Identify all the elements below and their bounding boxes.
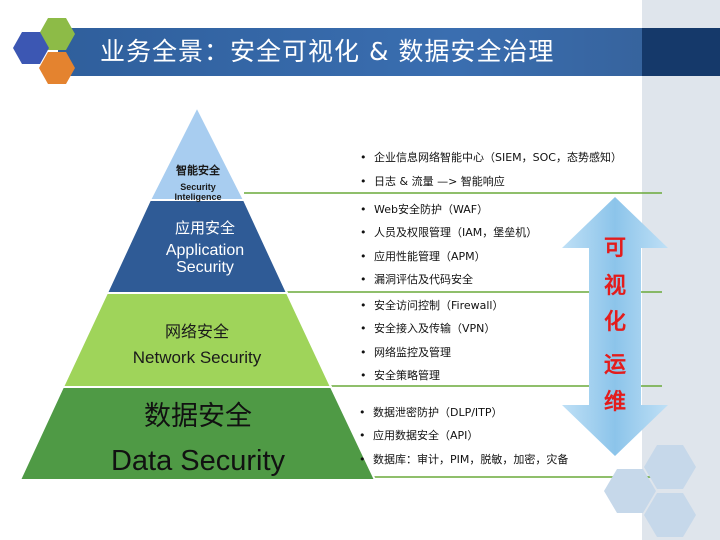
list-item: 应用性能管理（APM） [360, 248, 660, 264]
level-en: Data Security [110, 445, 286, 477]
list-item: 企业信息网络智能中心（SIEM，SOC，态势感知） [360, 149, 660, 165]
decor-hexagon-icon [604, 469, 656, 513]
list-item: 漏洞评估及代码安全 [360, 271, 660, 287]
level-label-data: 数据安全 Data Security [48, 394, 348, 478]
title-bar [58, 28, 720, 76]
list-item: 安全访问控制（Firewall） [360, 297, 660, 313]
list-item: 安全接入及传输（VPN） [360, 320, 660, 336]
level-label-intelligence: 智能安全 Security Inteligence [150, 162, 246, 202]
page-title: 业务全景：安全可视化 & 数据安全治理 [100, 37, 555, 66]
title-bar-dark-end [642, 28, 720, 76]
list-item: 数据库：审计，PIM，脱敏，加密，灾备 [359, 451, 659, 467]
level-cn: 智能安全 [176, 164, 220, 177]
list-item: 日志 & 流量 —> 智能响应 [360, 173, 660, 189]
level-en: Security Inteligence [174, 182, 222, 202]
arrow-char: 化 [603, 310, 626, 335]
level-cn: 网络安全 [164, 322, 229, 341]
pyramid-level-data [18, 386, 377, 481]
hexagon-logo-icon [13, 18, 75, 84]
level-en: Network Security [132, 348, 262, 367]
level-label-application: 应用安全 Application Security [140, 217, 270, 276]
level-label-network: 网络安全 Network Security [97, 318, 297, 368]
list-item: 人员及权限管理（IAM，堡垒机） [360, 224, 660, 240]
arrow-char: 视 [603, 274, 626, 299]
green-hexagon-icon [39, 18, 75, 50]
list-item: Web安全防护（WAF） [360, 201, 660, 217]
arrow-char: 维 [603, 390, 626, 415]
list-item: 数据泄密防护（DLP/ITP） [359, 404, 659, 420]
level-cn: 数据安全 [144, 401, 252, 432]
orange-hexagon-icon [39, 52, 75, 84]
level-cn: 应用安全 [174, 219, 235, 237]
level-en: Application Security [165, 242, 245, 276]
blue-hexagon-icon [13, 32, 49, 64]
decor-hexagon-icon [644, 493, 696, 537]
list-item: 安全策略管理 [360, 367, 660, 383]
list-item: 网络监控及管理 [360, 344, 660, 360]
arrow-char: 可 [603, 236, 626, 261]
list-item: 应用数据安全（API） [359, 427, 659, 443]
arrow-char: 运 [603, 353, 626, 378]
